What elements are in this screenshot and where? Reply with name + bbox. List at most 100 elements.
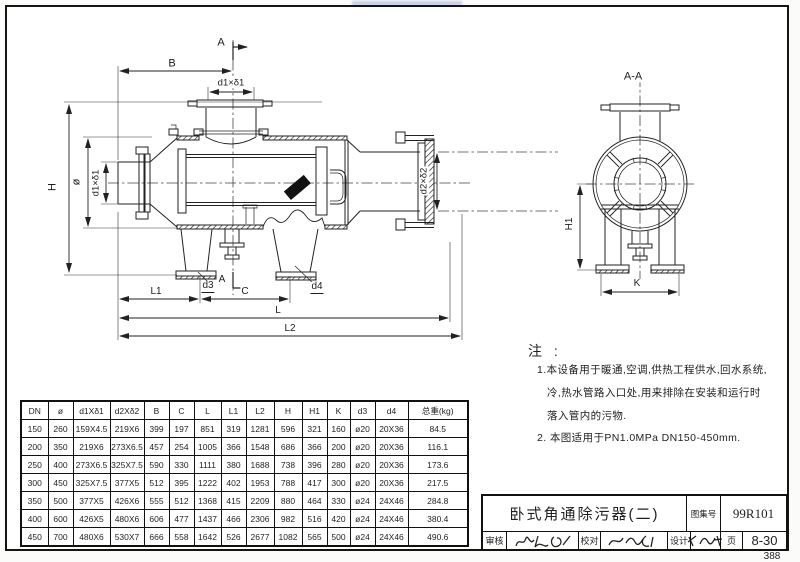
table-cell: 851 bbox=[193, 419, 222, 438]
section-label-a-top: A bbox=[216, 36, 226, 49]
signature-checker bbox=[600, 531, 667, 549]
page-label: 页 bbox=[720, 531, 742, 549]
table-cell: 250 bbox=[20, 455, 49, 474]
table-cell: 200 bbox=[326, 437, 351, 456]
table-cell: 319 bbox=[220, 419, 247, 438]
table-cell: 1222 bbox=[193, 473, 222, 492]
table-cell: 1642 bbox=[193, 527, 222, 547]
table-cell: 197 bbox=[168, 419, 195, 438]
table-cell: 477 bbox=[168, 509, 195, 528]
table-cell: 530X7 bbox=[109, 527, 145, 547]
table-cell: 217.5 bbox=[407, 473, 469, 492]
table-cell: 490.6 bbox=[407, 527, 469, 547]
table-cell: 558 bbox=[168, 527, 195, 547]
signature-designer bbox=[687, 531, 722, 549]
table-cell: 254 bbox=[168, 437, 195, 456]
table-cell: 273X6.5 bbox=[109, 437, 145, 456]
dim-label-L2: L2 bbox=[283, 323, 297, 334]
table-cell: 2209 bbox=[245, 491, 275, 510]
table-header-cell: d2Xδ2 bbox=[109, 400, 145, 420]
atlas-no-label: 图集号 bbox=[686, 496, 720, 531]
table-cell: 399 bbox=[143, 419, 170, 438]
table-cell: ø20 bbox=[349, 473, 376, 492]
table-cell: 565 bbox=[301, 527, 328, 547]
table-cell: 160 bbox=[326, 419, 351, 438]
dim-label-d3: d3 bbox=[201, 280, 215, 293]
table-cell: ø24 bbox=[349, 491, 376, 510]
table-header-cell: d3 bbox=[349, 400, 376, 420]
table-cell: 457 bbox=[143, 437, 170, 456]
atlas-no-value: 99R101 bbox=[720, 496, 786, 531]
table-cell: 24X46 bbox=[374, 509, 409, 528]
dim-label-d4: d4 bbox=[310, 281, 324, 294]
table-header-cell: K bbox=[326, 400, 351, 420]
table-cell: 366 bbox=[220, 437, 247, 456]
note-line-2: 冷,热水管路入口处,用来排除在安装和运行时 bbox=[547, 387, 761, 399]
table-cell: 880 bbox=[273, 491, 303, 510]
table-cell: 330 bbox=[168, 455, 195, 474]
table-cell: 500 bbox=[326, 527, 351, 547]
table-cell: 1953 bbox=[245, 473, 275, 492]
table-cell: 1111 bbox=[193, 455, 222, 474]
dim-label-H: H bbox=[46, 182, 59, 192]
designer-signature-scribble bbox=[687, 534, 722, 546]
table-cell: 377X5 bbox=[72, 491, 111, 510]
table-header-cell: d4 bbox=[374, 400, 409, 420]
table-cell: 1082 bbox=[273, 527, 303, 547]
table-cell: 159X4.5 bbox=[72, 419, 111, 438]
table-cell: ø20 bbox=[349, 455, 376, 474]
dim-label-d2: d2×δ2 bbox=[418, 166, 430, 196]
checker-signature-scribble bbox=[608, 534, 654, 547]
table-cell: 450 bbox=[47, 473, 74, 492]
table-header-cell: L1 bbox=[220, 400, 247, 420]
table-cell: 24X46 bbox=[374, 527, 409, 547]
table-cell: 380 bbox=[220, 455, 247, 474]
table-cell: 526 bbox=[220, 527, 247, 547]
notes-heading: 注 : bbox=[528, 343, 562, 359]
dim-label-L: L bbox=[274, 305, 282, 316]
table-cell: 686 bbox=[273, 437, 303, 456]
table-cell: 666 bbox=[143, 527, 170, 547]
book-page-number: 388 bbox=[763, 551, 781, 562]
table-cell: 20X36 bbox=[374, 437, 409, 456]
table-cell: ø20 bbox=[349, 437, 376, 456]
table-cell: 366 bbox=[301, 437, 328, 456]
table-header-cell: L2 bbox=[245, 400, 275, 420]
table-header-cell: d1Xδ1 bbox=[72, 400, 111, 420]
table-cell: 330 bbox=[326, 491, 351, 510]
table-cell: 464 bbox=[301, 491, 328, 510]
table-cell: 426X6 bbox=[109, 491, 145, 510]
table-cell: 2677 bbox=[245, 527, 275, 547]
table-cell: 20X36 bbox=[374, 473, 409, 492]
dim-label-H1: H1 bbox=[564, 216, 575, 232]
table-cell: 280 bbox=[326, 455, 351, 474]
table-cell: 24X46 bbox=[374, 491, 409, 510]
review-label: 审核 bbox=[483, 531, 506, 549]
table-cell: 415 bbox=[220, 491, 247, 510]
table-header-cell: B bbox=[143, 400, 170, 420]
table-cell: 219X6 bbox=[72, 437, 111, 456]
table-cell: 466 bbox=[220, 509, 247, 528]
table-cell: 300 bbox=[20, 473, 49, 492]
table-cell: 738 bbox=[273, 455, 303, 474]
dim-label-C: C bbox=[240, 286, 250, 297]
title-block: 卧式角通除污器(二) 图集号 99R101 审核 校对 设计 页 8-30 bbox=[481, 494, 788, 551]
table-header-cell: DN bbox=[20, 400, 49, 420]
table-cell: 480X6 bbox=[72, 527, 111, 547]
table-cell: 395 bbox=[168, 473, 195, 492]
drawing-title: 卧式角通除污器(二) bbox=[509, 506, 660, 523]
note-line-3: 落入管内的污物. bbox=[547, 410, 627, 422]
watermark-redaction bbox=[352, 1, 462, 6]
table-cell: 417 bbox=[301, 473, 328, 492]
table-cell: 377X5 bbox=[109, 473, 145, 492]
note-line-4: 2. 本图适用于PN1.0MPa DN150-450mm. bbox=[537, 432, 741, 444]
table-cell: 420 bbox=[326, 509, 351, 528]
table-cell: 325X7.5 bbox=[72, 473, 111, 492]
